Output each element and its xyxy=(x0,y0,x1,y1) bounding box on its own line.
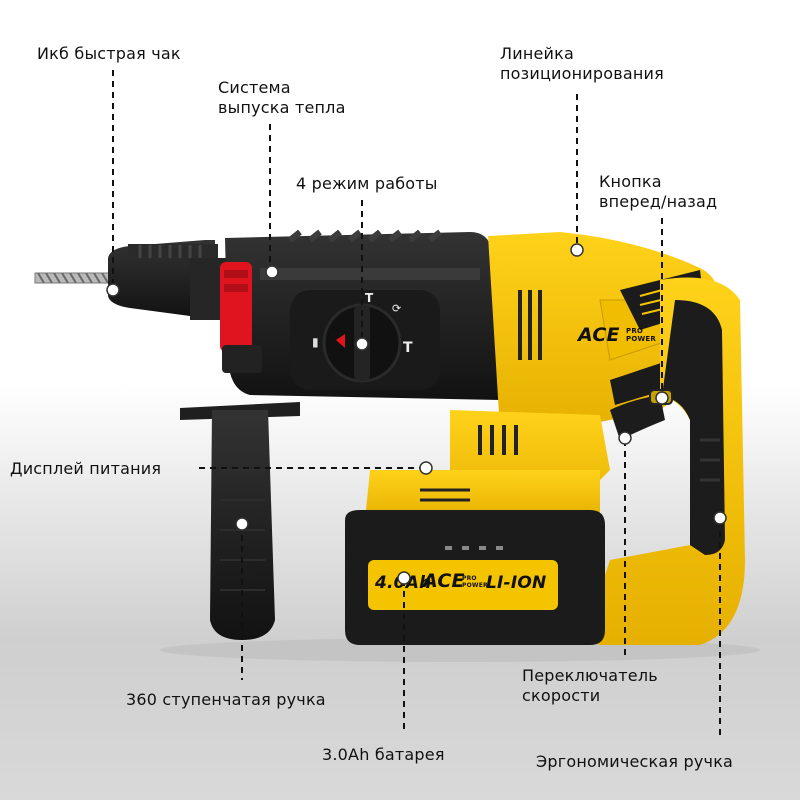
dot-speed xyxy=(618,431,632,445)
label-chuck: Икб быстрая чак xyxy=(37,44,181,63)
svg-text:T: T xyxy=(365,291,374,305)
chuck-body xyxy=(108,240,230,320)
label-battery: 3.0Ah батарея xyxy=(322,745,445,764)
battery-type-text: LI-ION xyxy=(486,573,547,593)
battery-pack xyxy=(345,470,605,645)
label-grip: Эргономическая ручка xyxy=(536,752,734,771)
body-logo: ACE xyxy=(578,324,620,346)
rear-handle xyxy=(588,277,745,645)
label-speed: Переключатель скорости xyxy=(522,666,658,705)
dot-chuck xyxy=(106,283,120,297)
label-ruler: Линейка позиционирования xyxy=(500,44,664,83)
label-handle360: 360 ступенчатая ручка xyxy=(126,690,326,709)
dot-grip xyxy=(713,511,727,525)
dot-handle360 xyxy=(235,517,249,531)
dot-heat xyxy=(265,265,279,279)
svg-text:▮: ▮ xyxy=(312,335,319,349)
label-modes: 4 режим работы xyxy=(296,174,438,193)
label-direction: Кнопка вперед/назад xyxy=(599,172,718,211)
dot-display xyxy=(419,461,433,475)
dot-direction xyxy=(655,391,669,405)
dot-modes xyxy=(355,337,369,351)
svg-text:T: T xyxy=(403,340,413,356)
label-heat: Система выпуска тепла xyxy=(218,78,346,117)
label-display: Дисплей питания xyxy=(10,459,162,478)
red-lock-button xyxy=(220,262,252,352)
dot-battery xyxy=(397,571,411,585)
svg-text:⟳: ⟳ xyxy=(392,302,401,315)
battery-logo-small: PRO POWER xyxy=(462,575,488,589)
battery-logo: ACE xyxy=(423,570,465,592)
body-logo-small: PRO POWER xyxy=(626,327,656,343)
dot-ruler xyxy=(570,243,584,257)
